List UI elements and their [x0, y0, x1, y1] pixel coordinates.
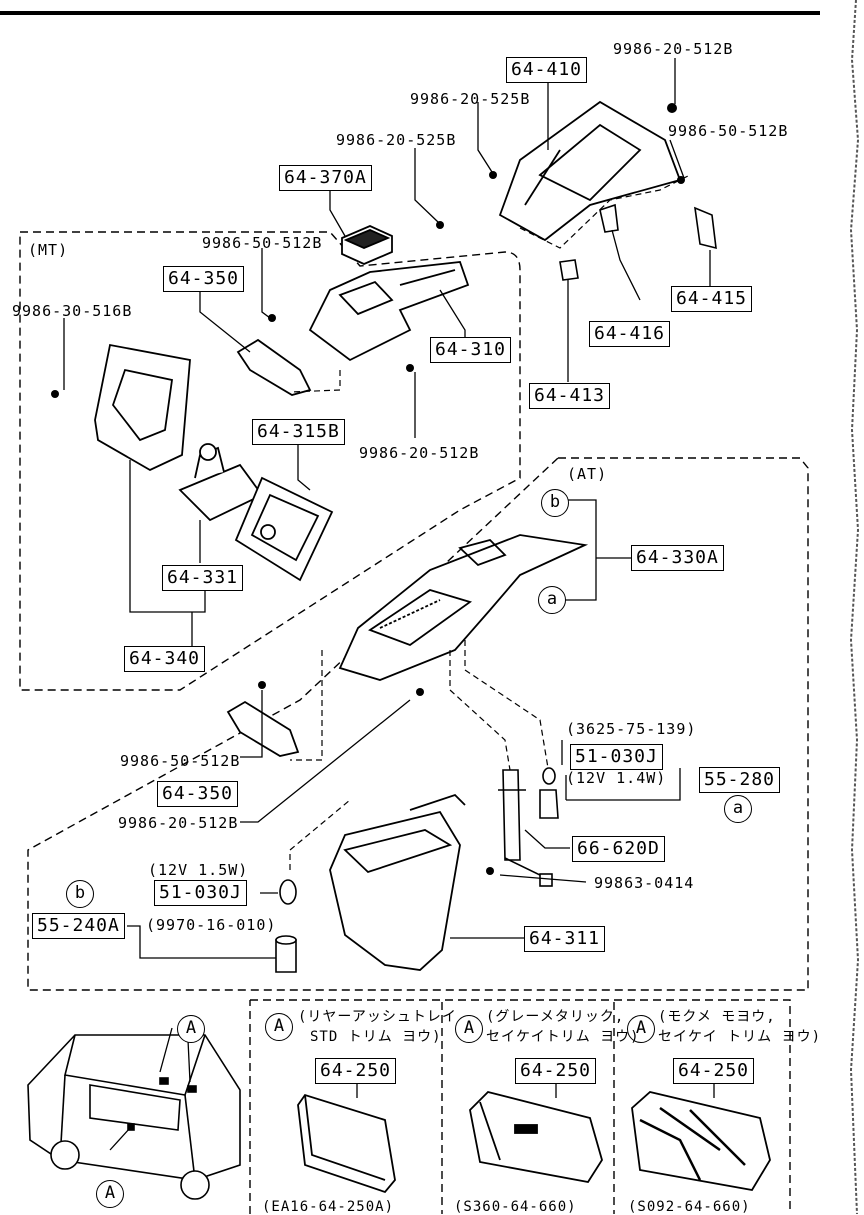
leader-lines — [63, 58, 715, 1151]
variant-desc-line1: (モクメ モヨウ, — [658, 1009, 776, 1025]
bracket-64-415 — [694, 206, 717, 250]
bracket-64-350-mt — [236, 338, 312, 396]
callout-A: A — [455, 1015, 483, 1043]
part-label-64-331: 64-331 — [162, 565, 244, 591]
bolt-label: 9986-50-512B — [202, 234, 323, 252]
callout-b: b — [541, 489, 569, 517]
part-label-64-410: 64-410 — [506, 57, 588, 83]
bulb-spec-note: (3625-75-139) — [566, 720, 697, 738]
page-edge — [849, 0, 860, 1214]
bulb-spec-note: (9970-16-010) — [146, 916, 277, 934]
part-label-64-330a: 64-330A — [631, 545, 724, 571]
bulb-spec-note: (12V 1.4W) — [566, 769, 667, 787]
at-group-label: (AT) — [567, 465, 608, 483]
callout-b: b — [66, 880, 94, 908]
bolt-label: 9986-20-525B — [410, 90, 531, 108]
clip-64-413 — [559, 259, 579, 281]
part-label-64-413: 64-413 — [529, 383, 611, 409]
boot-frame-64-315B — [234, 476, 334, 582]
part-label-64-250-std: 64-250 — [315, 1058, 397, 1084]
bolt-label: 9986-50-512B — [120, 752, 241, 770]
assembly-lines — [289, 370, 549, 870]
variant-desc-line2: STD トリム ヨウ) — [310, 1029, 442, 1045]
part-label-64-315b: 64-315B — [252, 419, 345, 445]
ashtray-variant-3 — [631, 1091, 771, 1191]
bulb-spec-note: (12V 1.5W) — [148, 861, 249, 879]
ashtray-variant-1 — [297, 1093, 396, 1194]
callout-A: A — [177, 1015, 205, 1043]
variant-desc-line1: (グレーメタリック, — [486, 1009, 625, 1025]
variant-part-code: (EA16-64-250A) — [262, 1199, 395, 1215]
ashtray-variant-2 — [469, 1091, 603, 1183]
variant-desc-line2: セイケイトリム ヨウ) — [486, 1029, 640, 1045]
bulb-socket-66-620D — [498, 769, 553, 887]
part-label-55-240a: 55-240A — [32, 913, 125, 939]
part-label-55-280: 55-280 — [699, 767, 781, 793]
part-label-51-030j-at: 51-030J — [570, 744, 663, 770]
callout-A: A — [627, 1015, 655, 1043]
bolt-label: 9986-20-512B — [359, 444, 480, 462]
screw-icon — [51, 103, 685, 875]
part-label-64-340: 64-340 — [124, 646, 206, 672]
callout-A: A — [96, 1180, 124, 1208]
knob-cover-64-370A — [341, 225, 393, 265]
callout-a: a — [538, 586, 566, 614]
part-label-66-620d: 66-620D — [572, 836, 665, 862]
part-label-64-250-wood: 64-250 — [673, 1058, 755, 1084]
variant-desc-line2: セイケイ トリム ヨウ) — [658, 1029, 822, 1045]
part-label-64-350-mt: 64-350 — [163, 266, 245, 292]
part-label-64-370a: 64-370A — [279, 165, 372, 191]
van-illustration — [27, 1034, 241, 1200]
bezel-64-340 — [94, 343, 191, 472]
callout-a: a — [724, 795, 752, 823]
callout-A: A — [265, 1013, 293, 1041]
part-label-64-415: 64-415 — [671, 286, 753, 312]
bolt-label: 9986-30-516B — [12, 302, 133, 320]
part-label-64-416: 64-416 — [589, 321, 671, 347]
part-label-64-350-at: 64-350 — [157, 781, 239, 807]
variant-box — [249, 999, 791, 1214]
rear-bracket-64-410 — [498, 100, 682, 242]
bolt-label: 9986-20-512B — [613, 40, 734, 58]
variant-desc-line1: (リヤーアッシュトレイ — [298, 1009, 457, 1025]
bolt-label: 99863-0414 — [594, 874, 695, 892]
variant-part-code: (S092-64-660) — [628, 1199, 751, 1215]
ashtray-64-311 — [329, 793, 466, 971]
mt-group-outline — [19, 231, 521, 691]
bracket-64-350-at — [226, 700, 300, 757]
part-label-64-250-gray: 64-250 — [515, 1058, 597, 1084]
bolt-label: 9986-50-512B — [668, 122, 789, 140]
bolt-label: 9986-20-512B — [118, 814, 239, 832]
variant-part-code: (S360-64-660) — [454, 1199, 577, 1215]
part-label-51-030j-b: 51-030J — [154, 880, 247, 906]
bulb-icon — [275, 767, 559, 973]
part-label-64-311: 64-311 — [524, 926, 606, 952]
part-label-64-310: 64-310 — [430, 337, 512, 363]
bolt-label: 9986-20-525B — [336, 131, 457, 149]
console-64-330A — [338, 534, 589, 681]
console-64-310 — [308, 261, 470, 362]
bracket-64-416 — [599, 203, 619, 233]
mt-group-label: (MT) — [28, 241, 69, 259]
